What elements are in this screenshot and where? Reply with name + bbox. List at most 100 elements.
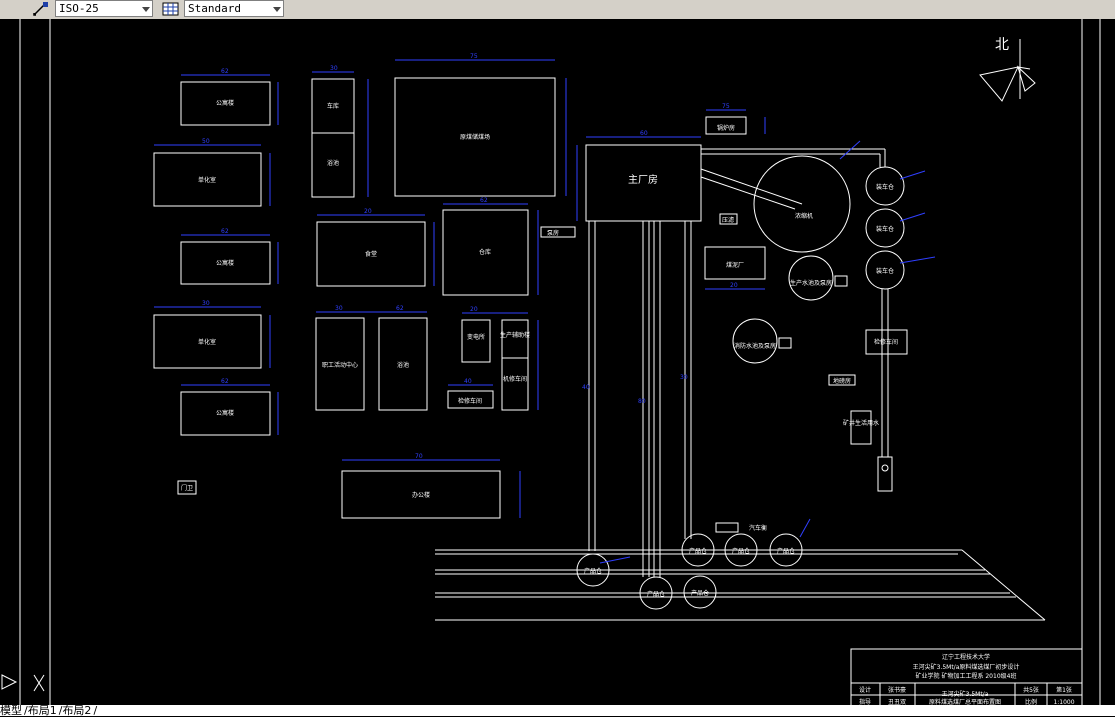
building[interactable] — [311, 132, 355, 198]
dimension-text: 62 — [221, 68, 229, 75]
title-dept: 矿业学院 矿物加工工程系 2010级4班 — [916, 672, 1017, 680]
layout-tabs: 模型/布局1/布局2/ — [0, 705, 1115, 716]
chevron-down-icon — [142, 7, 150, 12]
building-label: 装车仓 — [876, 183, 894, 191]
dimension-text: 80 — [638, 398, 646, 405]
building[interactable] — [378, 317, 428, 411]
building[interactable] — [315, 317, 365, 411]
building[interactable] — [153, 314, 262, 369]
title-drawing-name: 原料煤选煤厂总平面布置图 — [929, 698, 1001, 706]
building-label: 办公楼 — [412, 491, 430, 499]
building-label: 装车仓 — [876, 267, 894, 275]
building-label: 单化室 — [198, 176, 216, 184]
building[interactable] — [394, 77, 556, 197]
title-block — [850, 648, 1083, 707]
building[interactable] — [540, 226, 576, 238]
dimension-line — [799, 518, 811, 538]
main-building-label: 主厂房 — [628, 173, 658, 186]
building[interactable] — [341, 470, 501, 519]
title-scale-value: 1:1000 — [1053, 699, 1074, 706]
building-label: 浴池 — [327, 159, 339, 167]
dimension-text: 40 — [464, 378, 472, 385]
dimension-text: 62 — [480, 197, 488, 204]
drawing-canvas[interactable]: 62 30 75 50 62 30 62 20 62 30 62 20 40 7… — [0, 19, 1115, 707]
building[interactable] — [180, 241, 271, 285]
thickener[interactable] — [753, 155, 851, 253]
building[interactable] — [834, 275, 848, 287]
building-label: 门卫 — [181, 484, 193, 492]
title-scale-label: 比例 — [1025, 698, 1037, 706]
tablestyle-select[interactable]: Standard — [184, 0, 284, 17]
dimension-text: 30 — [202, 300, 210, 307]
table-style-icon[interactable] — [162, 1, 180, 17]
title-project: 王河尖矿3.5Mt/a原料煤选煤厂初步设计 — [913, 663, 1020, 671]
title-role: 设计 — [859, 686, 871, 694]
building-label: 单化室 — [198, 338, 216, 346]
building-label: 原煤储煤场 — [460, 133, 490, 141]
dimension-line — [899, 170, 926, 180]
building[interactable] — [850, 410, 872, 445]
building-label: 检修车间 — [874, 338, 898, 346]
title-drawing-name: 王河尖矿3.5Mt/a — [942, 690, 989, 698]
building-label: 检修车间 — [458, 397, 482, 405]
building[interactable] — [828, 374, 856, 386]
building[interactable] — [719, 213, 738, 225]
building-label: 公寓楼 — [216, 409, 234, 417]
building[interactable] — [180, 81, 271, 126]
title-name: 丑丑双 — [888, 699, 906, 706]
building[interactable] — [715, 522, 739, 533]
building-label: 浴池 — [397, 361, 409, 369]
ucs-icon — [1, 674, 45, 692]
dimension-text: 70 — [415, 453, 423, 460]
building-label: 变电所 — [467, 333, 485, 341]
building[interactable] — [461, 319, 491, 363]
building[interactable] — [316, 221, 426, 287]
building[interactable] — [705, 116, 747, 135]
building[interactable] — [877, 456, 893, 492]
north-arrow-icon: 北 — [979, 37, 1036, 102]
title-role: 指导 — [859, 698, 871, 706]
building[interactable] — [153, 152, 262, 207]
building[interactable] — [501, 357, 529, 411]
tab-model[interactable]: 模型 — [0, 704, 22, 717]
building-label: 生产辅助楼 — [500, 331, 530, 339]
building[interactable] — [180, 391, 271, 436]
bin-label: 产品仓 — [647, 590, 665, 598]
dimension-style-icon[interactable] — [32, 1, 50, 17]
building-label: 汽车衡 — [749, 524, 767, 532]
building-label: 公寓楼 — [216, 259, 234, 267]
dimstyle-value: ISO-25 — [59, 2, 99, 15]
building[interactable] — [177, 480, 197, 495]
building[interactable] — [447, 390, 494, 409]
building[interactable] — [442, 209, 529, 296]
dimstyle-select[interactable]: ISO-25 — [55, 0, 153, 17]
dimension-text: 50 — [202, 138, 210, 145]
silo[interactable] — [865, 208, 905, 248]
building[interactable] — [865, 329, 908, 355]
product-bin[interactable] — [683, 575, 717, 609]
building[interactable] — [704, 246, 766, 280]
dimension-text: 75 — [722, 103, 730, 110]
dimension-text: 20 — [470, 306, 478, 313]
dimension-toolbar: ISO-25 Standard — [0, 0, 1115, 20]
chevron-down-icon — [273, 7, 281, 12]
dimension-text: 62 — [396, 305, 404, 312]
pipe — [700, 176, 796, 210]
dimension-text: 62 — [221, 228, 229, 235]
building-label: 装车仓 — [876, 225, 894, 233]
rail-track — [961, 549, 1046, 621]
tablestyle-value: Standard — [188, 2, 241, 15]
tab-layout1[interactable]: 布局1 — [27, 704, 57, 717]
building[interactable] — [778, 337, 792, 349]
water-tank[interactable] — [788, 255, 834, 301]
dimension-text: 75 — [470, 53, 478, 60]
building-label: 煤泥厂 — [726, 261, 744, 269]
silo[interactable] — [865, 250, 905, 290]
building[interactable] — [501, 319, 529, 359]
marker — [881, 464, 889, 472]
building-label: 泵房 — [547, 229, 559, 237]
tab-layout2[interactable]: 布局2 — [62, 704, 92, 717]
title-school: 辽宁工程技术大学 — [942, 653, 990, 661]
water-tank[interactable] — [732, 318, 778, 364]
dimension-line — [899, 212, 926, 222]
